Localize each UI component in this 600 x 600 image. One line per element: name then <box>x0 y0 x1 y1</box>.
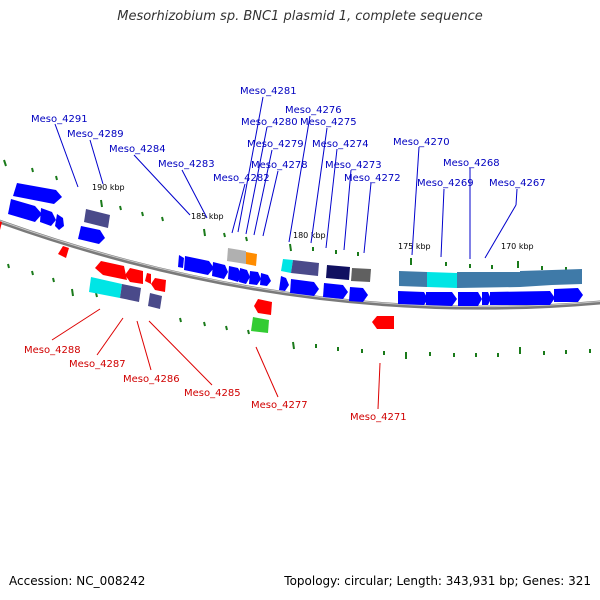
gene-feature[interactable] <box>351 268 371 282</box>
gene-feature[interactable] <box>554 288 583 302</box>
reverse-gene-labels: Meso_4288 Meso_4287 Meso_4286 Meso_4285 … <box>24 345 407 423</box>
gene-label[interactable]: Meso_4291 <box>31 114 88 125</box>
reverse-leader-lines <box>51 308 381 410</box>
gene-feature[interactable] <box>227 248 246 264</box>
gene-label[interactable]: Meso_4288 <box>24 345 81 356</box>
topology-summary: Topology: circular; Length: 343,931 bp; … <box>284 574 591 588</box>
gene-feature[interactable] <box>260 273 271 286</box>
gene-label[interactable]: Meso_4275 <box>300 117 357 128</box>
gene-feature[interactable] <box>552 269 582 285</box>
gene-feature[interactable] <box>349 287 368 302</box>
scale-label-180: 180 kbp <box>293 231 326 240</box>
gene-feature[interactable] <box>398 291 428 305</box>
gene-label[interactable]: Meso_4278 <box>251 160 308 171</box>
gene-label[interactable]: Meso_4289 <box>67 129 124 140</box>
forward-strand-features <box>8 183 583 306</box>
gene-label[interactable]: Meso_4284 <box>109 144 166 155</box>
gene-feature[interactable] <box>458 292 482 306</box>
gene-feature[interactable] <box>251 317 269 333</box>
gene-label[interactable]: Meso_4268 <box>443 158 500 169</box>
gene-feature[interactable] <box>40 208 56 226</box>
gene-feature[interactable] <box>326 265 350 280</box>
gene-feature[interactable] <box>246 252 257 266</box>
gene-feature[interactable] <box>426 292 457 306</box>
gene-label[interactable]: Meso_4282 <box>213 173 270 184</box>
gene-feature[interactable] <box>399 271 427 287</box>
forward-gene-labels: Meso_4291 Meso_4289 Meso_4284 Meso_4283 … <box>31 86 546 189</box>
gene-label[interactable]: Meso_4280 <box>241 117 298 128</box>
gene-feature[interactable] <box>291 260 319 276</box>
gene-feature[interactable] <box>520 270 552 287</box>
plasmid-backbone-highlight <box>0 220 600 308</box>
gene-feature[interactable] <box>125 268 143 284</box>
gene-label[interactable]: Meso_4285 <box>184 388 241 399</box>
gene-label[interactable]: Meso_4267 <box>489 178 546 189</box>
gene-label[interactable]: Meso_4279 <box>247 139 304 150</box>
reverse-strand-features <box>0 220 394 333</box>
gene-feature[interactable] <box>490 291 555 305</box>
gene-label[interactable]: Meso_4276 <box>285 105 342 116</box>
scale-label-185: 185 kbp <box>191 212 224 221</box>
gene-feature[interactable] <box>239 268 250 284</box>
inner-tick-ring <box>7 263 591 359</box>
gene-label[interactable]: Meso_4283 <box>158 159 215 170</box>
gene-feature[interactable] <box>148 293 162 309</box>
gene-feature[interactable] <box>145 273 151 284</box>
gene-label[interactable]: Meso_4287 <box>69 359 126 370</box>
gene-feature[interactable] <box>290 279 319 296</box>
gene-feature[interactable] <box>482 292 491 305</box>
gene-feature[interactable] <box>120 284 141 302</box>
gene-feature[interactable] <box>78 226 105 244</box>
gene-feature[interactable] <box>212 262 228 279</box>
accession-label: Accession: NC_008242 <box>9 574 146 588</box>
gene-feature[interactable] <box>281 259 293 273</box>
gene-feature[interactable] <box>178 255 184 268</box>
gene-feature[interactable] <box>427 272 457 288</box>
scale-label-190: 190 kbp <box>92 183 125 192</box>
gene-feature[interactable] <box>249 271 261 285</box>
gene-feature[interactable] <box>279 276 289 291</box>
gene-feature[interactable] <box>184 256 214 275</box>
gene-label[interactable]: Meso_4271 <box>350 412 407 423</box>
gene-label[interactable]: Meso_4277 <box>251 400 308 411</box>
gene-feature[interactable] <box>372 316 394 329</box>
gene-feature[interactable] <box>323 283 348 299</box>
gene-label[interactable]: Meso_4270 <box>393 137 450 148</box>
outer-tick-ring <box>3 159 567 271</box>
gene-feature[interactable] <box>254 299 272 315</box>
gene-feature[interactable] <box>55 214 64 230</box>
gene-label[interactable]: Meso_4272 <box>344 173 401 184</box>
gene-feature[interactable] <box>0 220 2 230</box>
gene-feature[interactable] <box>457 272 520 288</box>
gene-feature[interactable] <box>89 277 122 298</box>
gene-label[interactable]: Meso_4281 <box>240 86 297 97</box>
gene-feature[interactable] <box>8 199 42 222</box>
forward-leader-lines <box>54 96 518 259</box>
gene-feature[interactable] <box>151 278 166 292</box>
scale-label-175: 175 kbp <box>398 242 431 251</box>
gene-label[interactable]: Meso_4273 <box>325 160 382 171</box>
gene-label[interactable]: Meso_4286 <box>123 374 180 385</box>
gene-feature[interactable] <box>95 261 127 280</box>
gene-feature[interactable] <box>228 266 242 282</box>
gene-label[interactable]: Meso_4269 <box>417 178 474 189</box>
gene-feature[interactable] <box>84 209 110 228</box>
scale-label-170: 170 kbp <box>501 242 534 251</box>
gene-feature[interactable] <box>58 246 69 258</box>
gene-feature[interactable] <box>13 183 62 204</box>
gene-label[interactable]: Meso_4274 <box>312 139 369 150</box>
plasmid-backbone <box>0 219 600 310</box>
map-title: Mesorhizobium sp. BNC1 plasmid 1, comple… <box>117 9 483 24</box>
